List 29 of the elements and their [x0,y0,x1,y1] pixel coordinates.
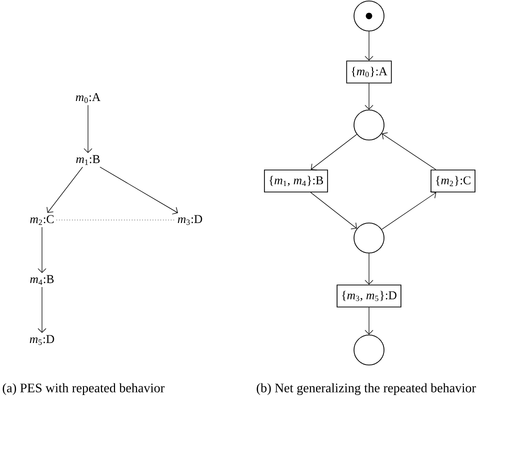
transition-box: {m$_{2}$}:C [430,170,476,192]
arrow [382,132,436,170]
caption: (b) Net generalizing the repeated behavior [256,383,476,396]
caption: (a) PES with repeated behavior [2,383,165,395]
arrow [364,307,374,335]
arrow [38,286,46,333]
arrow [46,166,83,213]
arrow [364,83,374,110]
event-label: m$_{5}$:D [30,335,54,345]
arrow [100,166,178,214]
transition-box: {m$_{1}$, m$_{4}$}:B [264,170,328,192]
arrow [38,226,46,273]
transition-box: {m$_{0}$}:A [346,60,392,84]
arrow [310,192,357,230]
event-label: m$_{4}$:B [30,275,54,285]
event-label: m$_{1}$:B [76,155,100,165]
arrow [310,134,358,170]
event-label: m$_{2}$:C [30,215,54,225]
arrow [364,253,374,285]
arrow [364,31,374,61]
event-label: m$_{0}$:A [76,93,100,103]
place-circle [354,110,384,140]
arrow [84,104,92,153]
event-label: m$_{3}$:D [178,215,202,225]
arrow [381,191,436,230]
place-circle [354,222,384,254]
marked-place-circle [354,0,384,32]
transition-box: {m$_{3}$, m$_{5}$}:D [336,284,402,308]
place-circle [354,334,384,366]
